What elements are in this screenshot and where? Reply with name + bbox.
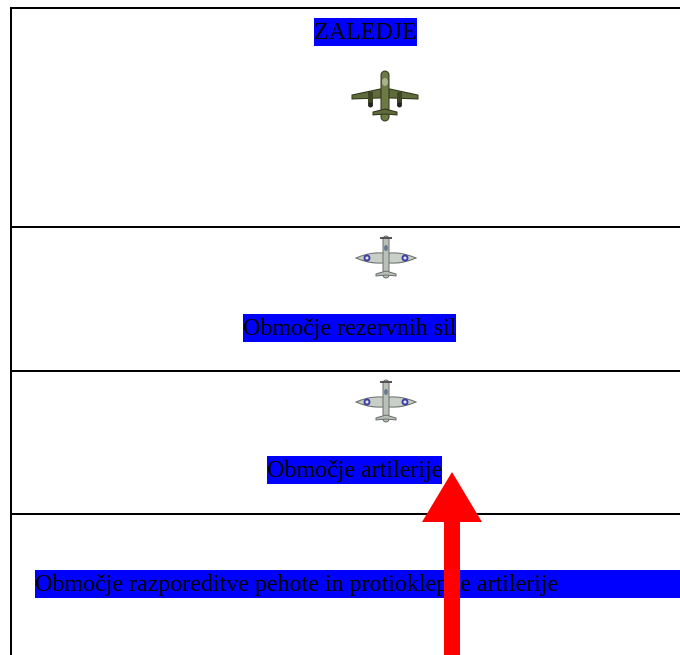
zone-label-artillery: Območje artilerije <box>267 456 443 484</box>
fighter-aircraft-icon <box>354 235 418 279</box>
bomber-aircraft-icon <box>351 70 419 122</box>
zone-label-rear: ZALEDJE <box>314 18 417 46</box>
left-border <box>10 7 12 655</box>
divider-infantry <box>10 513 680 515</box>
zone-label-reserve: Območje rezervnih sil <box>243 314 457 342</box>
top-border <box>10 7 680 9</box>
divider-reserve <box>10 226 680 228</box>
fighter-aircraft-icon <box>354 379 418 423</box>
up-arrow-icon <box>422 472 482 655</box>
zone-label-infantry: Območje razporeditve pehote in protiokle… <box>35 570 680 598</box>
divider-artillery <box>10 370 680 372</box>
